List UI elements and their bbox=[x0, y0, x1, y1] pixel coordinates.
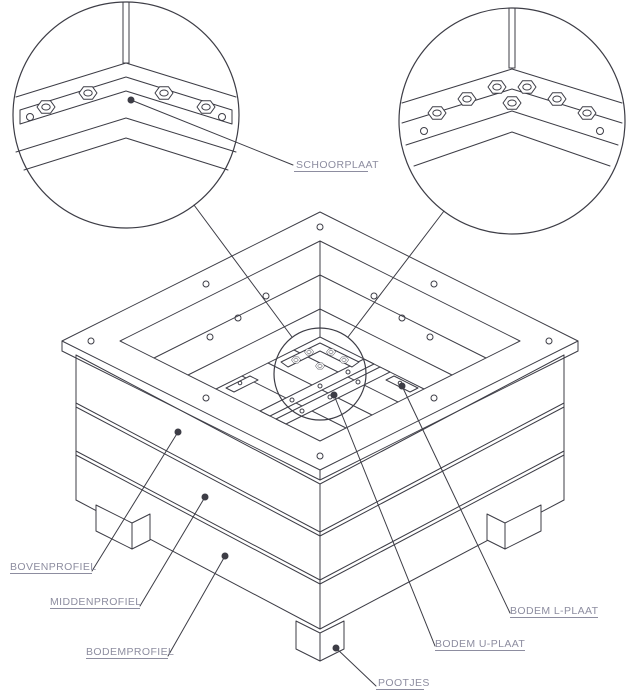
hex-bolt-icon bbox=[339, 356, 349, 364]
leader-bodemprofiel: BODEMPROFIEL bbox=[86, 552, 229, 659]
hex-bolt-icon bbox=[326, 348, 336, 356]
corner-detail-circle bbox=[273, 327, 367, 421]
label-middenprofiel: MIDDENPROFIEL bbox=[50, 596, 142, 608]
corner-brace-plate bbox=[280, 342, 360, 368]
hex-bolt-icon bbox=[78, 86, 98, 100]
leader-middenprofiel: MIDDENPROFIEL bbox=[50, 493, 209, 609]
plate-hole bbox=[218, 113, 226, 121]
plate-hole bbox=[289, 397, 295, 403]
hex-bolt-icon bbox=[291, 356, 301, 364]
feet bbox=[95, 504, 542, 662]
leader-pootjes: POOTJES bbox=[332, 644, 430, 690]
label-pootjes: POOTJES bbox=[378, 677, 430, 689]
screw-head bbox=[545, 337, 553, 345]
plate-edge bbox=[405, 110, 619, 146]
brace-plate bbox=[19, 76, 233, 125]
plate-hole bbox=[345, 369, 351, 375]
plate-hole bbox=[355, 379, 361, 385]
hex-bolt-icon bbox=[154, 86, 174, 100]
leader-bovenprofiel: BOVENPROFIEL bbox=[10, 428, 182, 574]
left-detail-circle bbox=[12, 1, 240, 229]
screw-head bbox=[398, 314, 406, 322]
screw-head bbox=[370, 292, 378, 300]
corner-post-icon bbox=[122, 1, 130, 64]
screw-head bbox=[202, 394, 210, 402]
screw-head bbox=[430, 280, 438, 288]
hex-bolt-icon bbox=[315, 362, 325, 370]
screw-head bbox=[202, 280, 210, 288]
board-bottom-edge bbox=[23, 137, 229, 171]
board-edge bbox=[401, 68, 623, 104]
screw-head bbox=[316, 452, 324, 460]
leader-schoorplaat: SCHOORPLAAT bbox=[127, 96, 379, 172]
plate-hole bbox=[26, 113, 34, 121]
right-detail-circle bbox=[398, 7, 626, 235]
bottom-u-plate bbox=[259, 358, 375, 417]
hex-nut-icon bbox=[427, 106, 447, 120]
screw-head bbox=[234, 314, 242, 322]
foot-right bbox=[486, 513, 506, 550]
screw-head bbox=[262, 292, 270, 300]
hex-nut-icon bbox=[577, 106, 597, 120]
plate-hole bbox=[596, 127, 604, 135]
hex-bolt-icon bbox=[304, 348, 314, 356]
screw-head bbox=[87, 337, 95, 345]
foot-left bbox=[131, 513, 151, 550]
planter-box bbox=[61, 211, 579, 662]
label-bovenprofiel: BOVENPROFIEL bbox=[10, 561, 97, 573]
detail-reference-lines bbox=[193, 204, 445, 338]
outer-walls bbox=[75, 354, 565, 630]
label-bodem-l-plaat: BODEM L-PLAAT bbox=[510, 605, 599, 617]
screw-head bbox=[316, 223, 324, 231]
hex-nut-icon bbox=[517, 80, 537, 94]
plate-hole bbox=[299, 408, 305, 414]
hex-nut-icon bbox=[487, 80, 507, 94]
hex-nut-icon bbox=[457, 92, 477, 106]
screw-head bbox=[430, 394, 438, 402]
foot-front bbox=[319, 620, 345, 662]
hex-nut-icon bbox=[547, 92, 567, 106]
screw-head bbox=[206, 333, 214, 341]
hex-nut-icon bbox=[502, 96, 522, 110]
plate-hole bbox=[317, 383, 323, 389]
plate-hole bbox=[237, 380, 243, 386]
corner-post-icon bbox=[508, 7, 516, 69]
foot-left bbox=[95, 504, 133, 550]
label-bodemprofiel: BODEMPROFIEL bbox=[86, 646, 174, 658]
board-bottom-edge bbox=[15, 117, 237, 153]
board-edge bbox=[413, 131, 611, 167]
leader-bodem-l-plaat: BODEM L-PLAAT bbox=[398, 382, 599, 618]
hex-bolt-icon bbox=[196, 100, 216, 114]
hex-bolt-icon bbox=[36, 100, 56, 114]
leader-bodem-u-plaat: BODEM U-PLAAT bbox=[330, 391, 525, 651]
label-schoorplaat: SCHOORPLAAT bbox=[296, 159, 379, 171]
foot-right bbox=[504, 504, 542, 550]
board-top-edge bbox=[15, 62, 237, 98]
plate-hole bbox=[420, 127, 428, 135]
label-bodem-u-plaat: BODEM U-PLAAT bbox=[435, 638, 525, 650]
screw-head bbox=[426, 333, 434, 341]
